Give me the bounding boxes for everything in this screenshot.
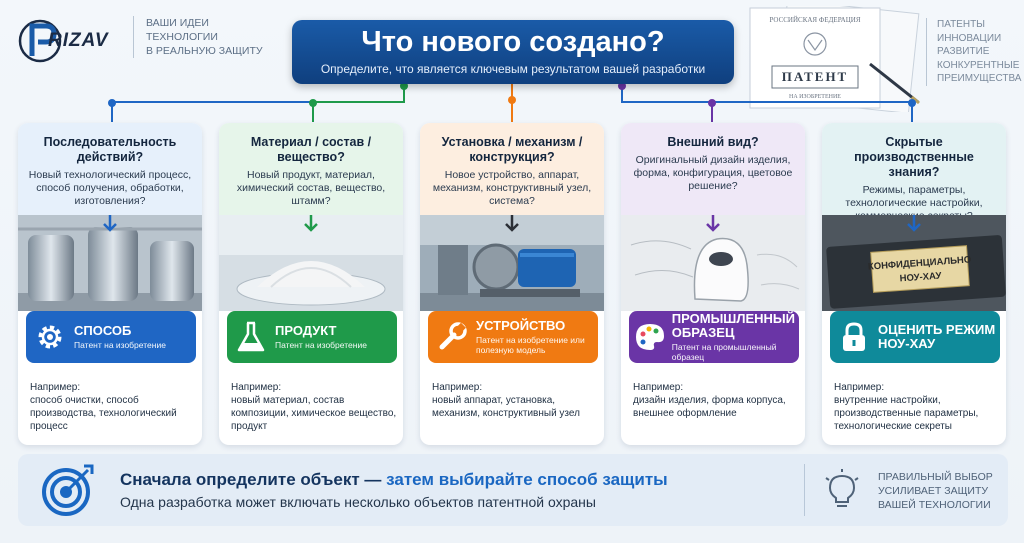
- example-text: способ очистки, способ производства, тех…: [30, 395, 177, 432]
- example-label: Например:: [834, 382, 885, 393]
- footer-right-line: ПРАВИЛЬНЫЙ ВЫБОР: [878, 471, 993, 483]
- badge-title: ПРОДУКТ: [275, 323, 337, 338]
- badge-subtitle: Патент на промышленный образец: [671, 342, 777, 362]
- example-label: Например:: [30, 382, 81, 393]
- tagline-line: В РЕАЛЬНУЮ ЗАЩИТУ: [146, 45, 263, 57]
- gear-icon: [38, 325, 62, 349]
- card-method: Последовательность действий? Новый техно…: [18, 123, 202, 445]
- tagline-right: ПАТЕНТЫ ИННОВАЦИИ РАЗВИТИЕ КОНКУРЕНТНЫЕ …: [926, 18, 1022, 86]
- badge-title: УСТРОЙСТВО: [476, 318, 566, 333]
- tagline-line: КОНКУРЕНТНЫЕ: [937, 59, 1020, 71]
- arrow-down-icon: [505, 215, 519, 232]
- tagline-line: ИННОВАЦИИ: [937, 32, 1002, 44]
- badge-subtitle: Патент на изобретение: [74, 340, 166, 350]
- palette-icon: [636, 324, 665, 350]
- card-industrial-design: Внешний вид? Оригинальный дизайн изделия…: [621, 123, 805, 445]
- wrench-icon: [439, 322, 467, 350]
- card-example: Например: способ очистки, способ произво…: [30, 381, 196, 433]
- target-icon: [42, 464, 94, 516]
- card-example: Например: дизайн изделия, форма корпуса,…: [633, 381, 799, 420]
- footer-right-note: ПРАВИЛЬНЫЙ ВЫБОР УСИЛИВАЕТ ЗАЩИТУ ВАШЕЙ …: [878, 470, 998, 512]
- badge-title: ПРОМЫШЛЕННЫЙ ОБРАЗЕЦ: [671, 311, 795, 340]
- card-title: Материал / состав / вещество?: [250, 135, 372, 164]
- card-example: Например: новый аппарат, установка, меха…: [432, 381, 598, 420]
- footer-headline: Сначала определите объект — затем выбира…: [120, 470, 668, 490]
- example-text: внутренние настройки, производственные п…: [834, 395, 979, 432]
- folder-label-line: НОУ-ХАУ: [899, 271, 942, 285]
- arrow-down-icon: [907, 215, 921, 232]
- card-title: Скрытые производственные знания?: [854, 135, 974, 179]
- badge-product: ПРОДУКТ Патент на изобретение: [227, 311, 397, 363]
- card-description: Новый продукт, материал, химический сост…: [236, 169, 386, 207]
- card-photo-design: [621, 215, 805, 311]
- example-text: дизайн изделия, форма корпуса, внешнее о…: [633, 395, 786, 419]
- footer-subtext: Одна разработка может включать несколько…: [120, 494, 596, 510]
- header-banner: Что нового создано? Определите, что явля…: [292, 20, 734, 84]
- card-example: Например: внутренние настройки, производ…: [834, 381, 1000, 433]
- footer-banner: Сначала определите объект — затем выбира…: [18, 454, 1008, 526]
- example-label: Например:: [432, 382, 483, 393]
- card-product: Материал / состав / вещество? Новый прод…: [219, 123, 403, 445]
- badge-subtitle: Патент на изобретение или полезную модел…: [476, 335, 585, 355]
- example-label: Например:: [231, 382, 282, 393]
- tagline-line: РАЗВИТИЕ: [937, 46, 990, 57]
- badge-title: ОЦЕНИТЬ РЕЖИМ НОУ-ХАУ: [878, 322, 996, 351]
- card-question: Установка / механизм / конструкция? Ново…: [420, 123, 604, 215]
- example-label: Например:: [633, 382, 684, 393]
- tagline-line: ВАШИ ИДЕИ: [146, 17, 209, 29]
- badge-method: СПОСОБ Патент на изобретение: [26, 311, 196, 363]
- flask-icon: [237, 321, 265, 352]
- page-subtitle: Определите, что является ключевым резуль…: [320, 62, 706, 76]
- patent-title: ПАТЕНТ: [782, 69, 848, 84]
- tagline-line: ПРЕИМУЩЕСТВА: [937, 73, 1022, 84]
- page-title: Что нового создано?: [361, 26, 665, 58]
- card-question: Внешний вид? Оригинальный дизайн изделия…: [621, 123, 805, 215]
- connector-lines: [108, 82, 916, 122]
- logo-text: RIZAV: [48, 30, 109, 51]
- example-text: новый материал, состав композиции, химич…: [231, 395, 397, 432]
- footer-headline-accent: затем выбирайте способ защиты: [386, 470, 668, 489]
- card-question: Скрытые производственные знания? Режимы,…: [822, 123, 1006, 222]
- card-title: Внешний вид?: [667, 135, 759, 149]
- arrow-down-icon: [103, 215, 117, 232]
- arrow-down-icon: [706, 215, 720, 232]
- footer-divider: [804, 464, 805, 516]
- card-description: Оригинальный дизайн изделия, форма, конф…: [633, 154, 793, 192]
- card-description: Новый технологический процесс, способ по…: [28, 169, 192, 207]
- card-question: Последовательность действий? Новый техно…: [18, 123, 202, 215]
- footer-right-line: ВАШЕЙ ТЕХНОЛОГИИ: [878, 499, 991, 511]
- badge-title: СПОСОБ: [74, 323, 132, 338]
- lightbulb-icon: [825, 469, 859, 507]
- tagline-line: ТЕХНОЛОГИИ: [146, 31, 218, 43]
- card-example: Например: новый материал, состав компози…: [231, 381, 397, 433]
- badge-device: УСТРОЙСТВО Патент на изобретение или пол…: [428, 311, 598, 363]
- card-device: Установка / механизм / конструкция? Ново…: [420, 123, 604, 445]
- card-question: Материал / состав / вещество? Новый прод…: [219, 123, 403, 215]
- patent-document-image: РОССИЙСКАЯ ФЕДЕРАЦИЯ ПАТЕНТ НА ИЗОБРЕТЕН…: [749, 6, 920, 112]
- badge-subtitle: Патент на изобретение: [275, 340, 367, 350]
- arrow-down-icon: [304, 215, 318, 232]
- footer-right-line: УСИЛИВАЕТ ЗАЩИТУ: [878, 485, 989, 497]
- footer-headline-part1: Сначала определите объект —: [120, 470, 387, 489]
- patent-header: РОССИЙСКАЯ ФЕДЕРАЦИЯ: [769, 16, 860, 24]
- lock-icon: [843, 322, 865, 351]
- tagline-left: ВАШИ ИДЕИ ТЕХНОЛОГИИ В РЕАЛЬНУЮ ЗАЩИТУ: [133, 16, 273, 58]
- patent-subtitle: НА ИЗОБРЕТЕНИЕ: [789, 94, 841, 100]
- example-text: новый аппарат, установка, механизм, конс…: [432, 395, 580, 419]
- logo-icon: [18, 19, 62, 63]
- card-title: Установка / механизм / конструкция?: [441, 135, 583, 164]
- tagline-line: ПАТЕНТЫ: [937, 19, 986, 30]
- badge-industrial-design: ПРОМЫШЛЕННЫЙ ОБРАЗЕЦ Патент на промышлен…: [629, 311, 799, 363]
- card-know-how: Скрытые производственные знания? Режимы,…: [822, 123, 1006, 445]
- card-photo-tanks: [18, 215, 202, 311]
- card-title: Последовательность действий?: [43, 135, 177, 164]
- card-description: Новое устройство, аппарат, механизм, кон…: [432, 169, 592, 207]
- badge-know-how: ОЦЕНИТЬ РЕЖИМ НОУ-ХАУ: [830, 311, 1000, 363]
